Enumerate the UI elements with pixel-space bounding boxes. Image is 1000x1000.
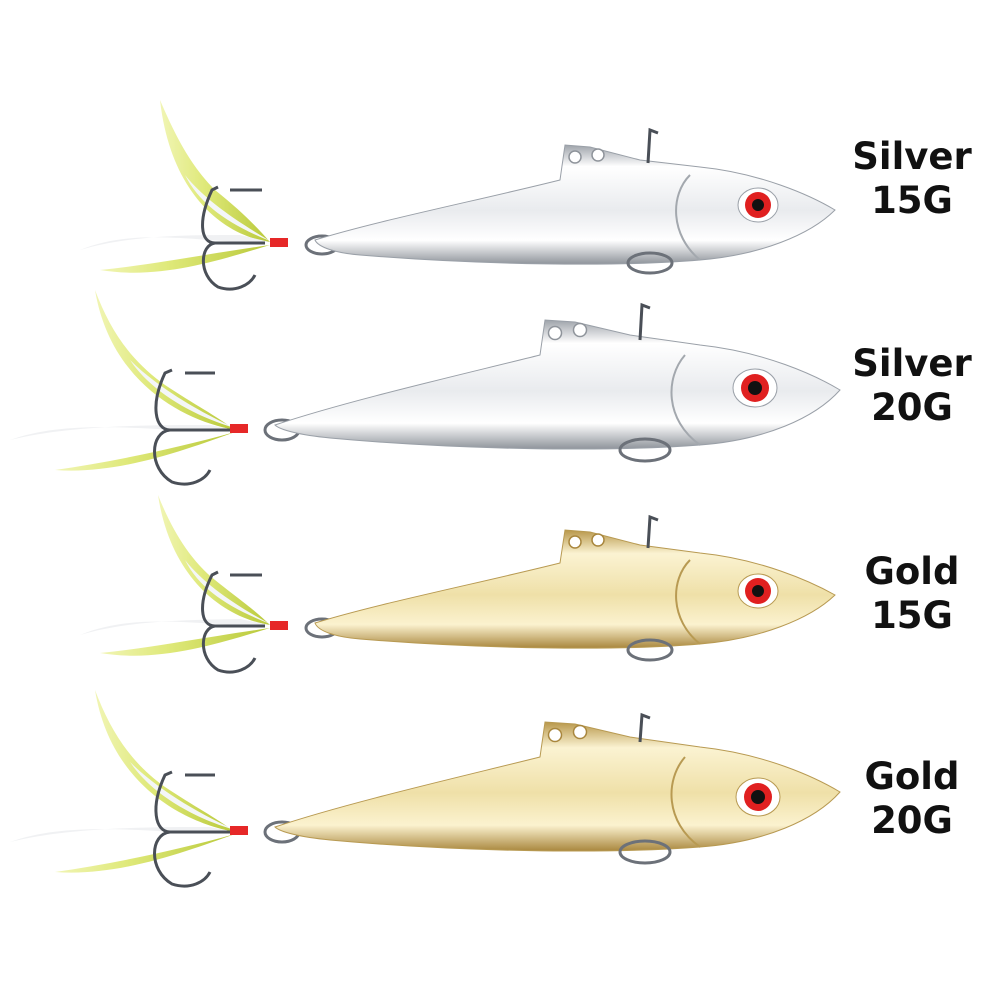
line-hole (572, 322, 588, 338)
weight-text: 20G (871, 799, 953, 842)
finish-text: Silver (852, 342, 972, 385)
silver-lure-image (10, 290, 841, 486)
lure-label: Silver 15G (837, 135, 987, 223)
red-wrap (230, 826, 248, 835)
line-hole (568, 150, 582, 164)
line-hole (547, 727, 563, 743)
lure-row-gold-15g: Gold 15G (0, 495, 1000, 695)
line-hole (591, 148, 605, 162)
lure-row-silver-20g: Silver 20G (0, 290, 1000, 490)
lure-body (314, 529, 836, 649)
finish-text: Gold (864, 550, 960, 593)
lure-row-gold-20g: Gold 20G (0, 690, 1000, 890)
treble-hook (153, 368, 230, 486)
treble-hook (201, 185, 265, 291)
weight-text: 20G (871, 386, 953, 429)
red-wrap (270, 238, 288, 247)
feather-tail (10, 290, 235, 471)
line-hole (572, 724, 588, 740)
gold-lure-image (10, 690, 841, 888)
weight-text: 15G (871, 179, 953, 222)
feather-tail (80, 495, 270, 656)
line-hole (547, 325, 563, 341)
finish-text: Gold (864, 755, 960, 798)
red-wrap (230, 424, 248, 433)
feather-tail (80, 100, 270, 273)
lure-body (274, 319, 841, 450)
silver-lure-image (80, 100, 836, 291)
lure-label: Gold 20G (837, 755, 987, 843)
gold-lure-image (80, 495, 836, 674)
finish-text: Silver (852, 135, 972, 178)
feather-tail (10, 690, 235, 873)
lure-row-silver-15g: Silver 15G (0, 95, 1000, 295)
line-hole (591, 533, 605, 547)
lure-body (314, 144, 836, 265)
red-wrap (270, 621, 288, 630)
treble-hook (201, 570, 265, 674)
line-hole (568, 535, 582, 549)
lure-body (274, 721, 841, 852)
lure-label: Silver 20G (837, 342, 987, 430)
lure-label: Gold 15G (837, 550, 987, 638)
treble-hook (153, 770, 230, 888)
weight-text: 15G (871, 594, 953, 637)
